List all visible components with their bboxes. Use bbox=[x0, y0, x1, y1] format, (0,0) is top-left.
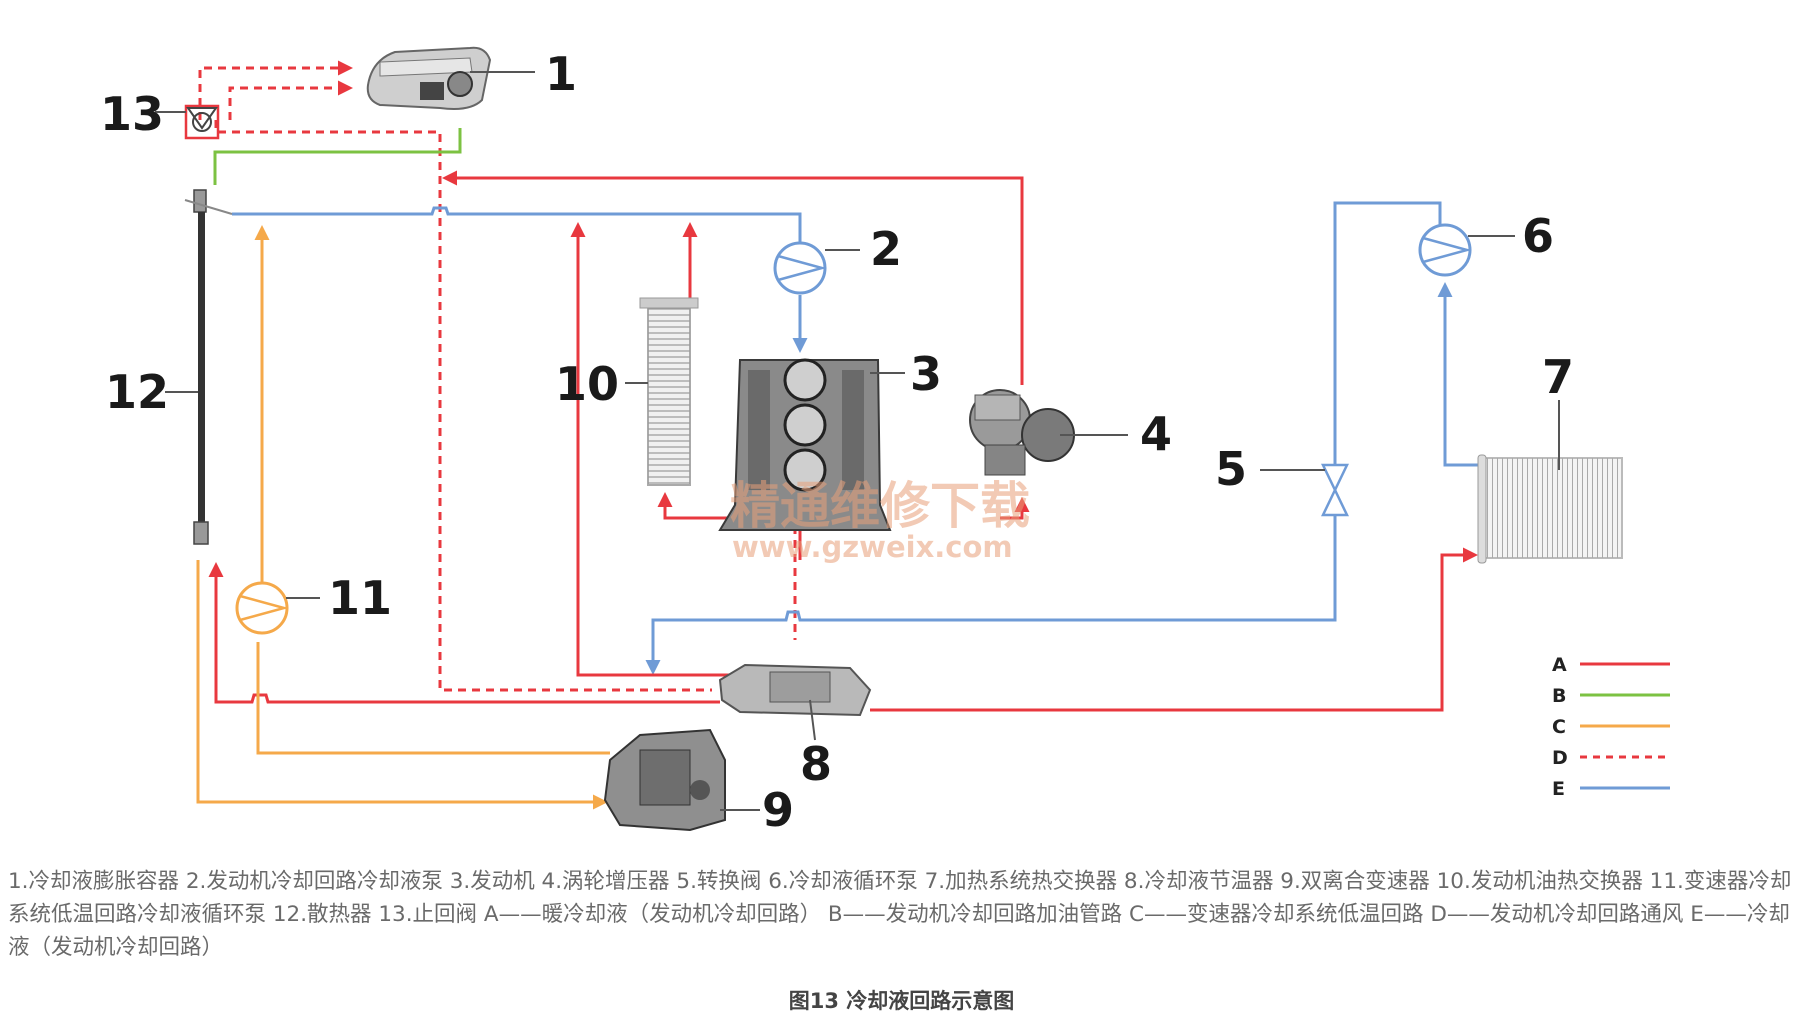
label-10: 10 bbox=[555, 357, 619, 411]
watermark-url: www.gzweix.com bbox=[732, 530, 1013, 564]
figure-caption: 1.冷却液膨胀容器 2.发动机冷却回路冷却液泵 3.发动机 4.涡轮增压器 5.… bbox=[8, 869, 1792, 960]
circulation-pump bbox=[1418, 223, 1472, 277]
coolant-thermostat bbox=[718, 663, 872, 717]
label-5: 5 bbox=[1215, 442, 1247, 496]
transmission-lines-c bbox=[196, 225, 610, 810]
label-1: 1 bbox=[545, 47, 577, 101]
legend-label-d: D bbox=[1552, 747, 1568, 769]
expansion-tank bbox=[366, 46, 492, 110]
figure-title: 图13 冷却液回路示意图 bbox=[788, 989, 1015, 1013]
legend-label-e: E bbox=[1552, 778, 1565, 800]
label-3: 3 bbox=[910, 347, 942, 401]
radiator bbox=[184, 189, 233, 545]
label-8: 8 bbox=[800, 737, 832, 791]
vent-lines-d bbox=[198, 60, 797, 692]
watermark-text: 精通维修下载 bbox=[730, 477, 1030, 535]
check-valve bbox=[184, 104, 220, 140]
heating-heat-exchanger bbox=[1477, 454, 1623, 564]
legend-label-a: A bbox=[1552, 654, 1567, 676]
changeover-valve bbox=[1321, 463, 1349, 517]
label-11: 11 bbox=[328, 571, 392, 625]
fill-line-b bbox=[213, 128, 462, 185]
coolant-lines-e bbox=[232, 201, 1480, 675]
pipe-network bbox=[196, 60, 1480, 810]
component-numbers: 1 2 3 4 5 6 7 8 9 10 11 12 13 bbox=[100, 47, 1574, 837]
engine-coolant-pump bbox=[773, 241, 827, 295]
label-6: 6 bbox=[1522, 209, 1554, 263]
legend-label-b: B bbox=[1552, 685, 1566, 707]
turbocharger bbox=[969, 389, 1075, 476]
label-7: 7 bbox=[1542, 350, 1574, 404]
transmission-coolant-pump bbox=[235, 581, 289, 635]
warm-coolant-lines-a bbox=[208, 170, 1478, 712]
engine-block bbox=[718, 358, 892, 531]
watermark: 精通维修下载 www.gzweix.com bbox=[730, 477, 1030, 564]
oil-heat-exchanger bbox=[639, 297, 699, 486]
dual-clutch-transmission bbox=[603, 728, 726, 832]
leader-lines bbox=[155, 71, 1560, 811]
label-12: 12 bbox=[105, 365, 169, 419]
legend-label-c: C bbox=[1552, 716, 1566, 738]
label-13: 13 bbox=[100, 87, 164, 141]
label-9: 9 bbox=[762, 783, 794, 837]
label-4: 4 bbox=[1140, 407, 1172, 461]
coolant-circuit-diagram: 精通维修下载 www.gzweix.com 1 2 3 4 5 6 7 8 9 … bbox=[100, 46, 1670, 837]
label-2: 2 bbox=[870, 222, 902, 276]
